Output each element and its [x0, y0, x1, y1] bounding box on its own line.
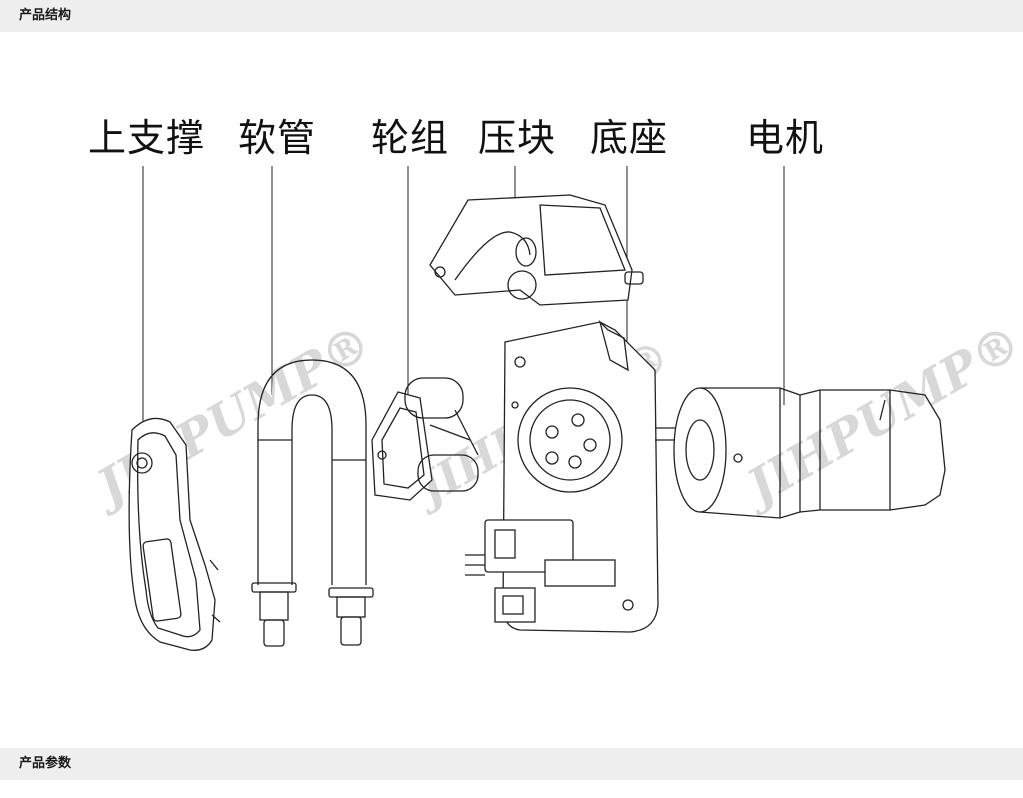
base-part [465, 319, 659, 633]
label-tube: 软管 [238, 116, 317, 160]
motor-part [655, 387, 946, 519]
section-header-structure: 产品结构 [0, 0, 1023, 32]
section-title-params: 产品参数 [19, 756, 72, 771]
exploded-diagram: JIHPUMP® JIHPUMP® JIHPUMP® [81, 166, 1023, 651]
label-upper-support: 上支撑 [88, 116, 206, 160]
label-roller-set: 轮组 [371, 116, 450, 160]
roller-set-part [371, 377, 479, 501]
press-block-part [429, 194, 644, 306]
label-press-block: 压块 [478, 116, 557, 160]
upper-support-part [128, 417, 221, 651]
label-base: 底座 [590, 116, 669, 160]
watermark-3: JIHPUMP® [731, 314, 1023, 519]
watermark-1: JIHPUMP® [81, 314, 381, 519]
tube-part [251, 359, 374, 647]
section-title-structure: 产品结构 [19, 8, 72, 23]
section-header-params: 产品参数 [0, 748, 1023, 780]
label-motor: 电机 [746, 116, 825, 160]
